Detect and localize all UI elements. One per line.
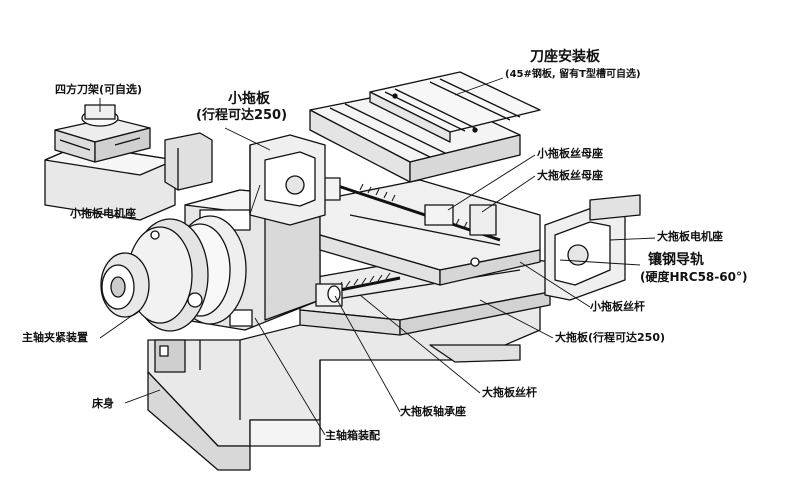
label-small-carriage-travel: (行程可达250) xyxy=(196,108,288,123)
large-motor-seat xyxy=(544,194,641,301)
label-tool-plate-note: (45#钢板, 留有T型槽可自选) xyxy=(505,69,641,80)
label-tool-plate: 刀座安装板 xyxy=(530,49,600,65)
label-small-screw-nut-seat: 小拖板丝母座 xyxy=(537,147,603,160)
label-bed: 床身 xyxy=(92,397,114,410)
label-guide-rail: 镶钢导轨 xyxy=(648,252,704,268)
leader-lines xyxy=(99,77,656,436)
label-tool-post: 四方刀架(可自选) xyxy=(55,83,143,96)
small-carriage xyxy=(319,179,541,286)
label-large-motor-seat: 大拖板电机座 xyxy=(657,230,723,243)
large-carriage-screw xyxy=(315,272,401,307)
label-large-screw: 大拖板丝杆 xyxy=(482,386,537,399)
label-spindle-box: 主轴箱装配 xyxy=(325,429,380,442)
spindle-chuck xyxy=(100,215,247,332)
label-small-motor-seat: 小拖板电机座 xyxy=(70,207,136,220)
label-small-screw: 小拖板丝杆 xyxy=(590,300,645,313)
label-large-carriage: 大拖板(行程可达250) xyxy=(555,331,666,344)
label-small-carriage: 小拖板 xyxy=(228,91,270,107)
tool-post xyxy=(44,104,213,221)
label-spindle-clamp: 主轴夹紧装置 xyxy=(22,331,88,344)
label-guide-rail-hardness: (硬度HRC58-60°) xyxy=(640,270,748,284)
t-slot-plate xyxy=(369,71,541,143)
label-large-screw-nut-seat: 大拖板丝母座 xyxy=(537,169,603,182)
label-large-bearing-seat: 大拖板轴承座 xyxy=(400,405,466,418)
machine-bed xyxy=(147,299,541,471)
small-motor-seat xyxy=(249,134,326,226)
